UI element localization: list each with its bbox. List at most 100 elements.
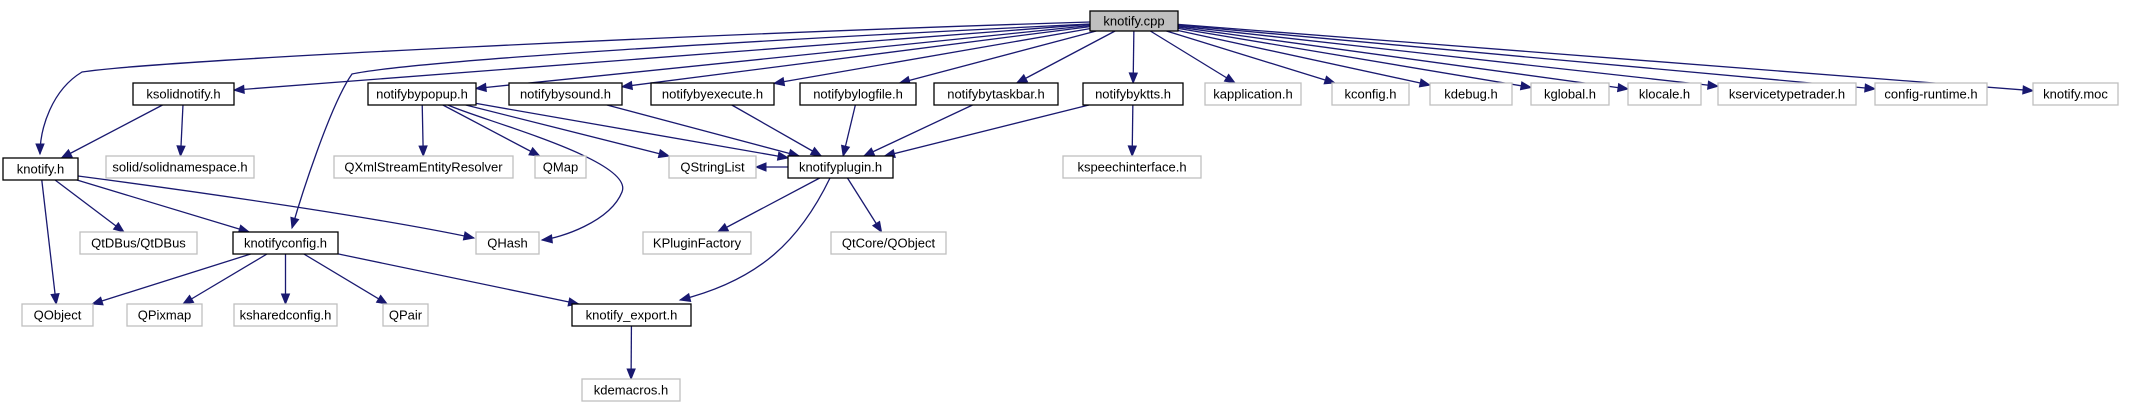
- edge-ksolidnotify-h-to-solidnamespace-h-arrowhead: [176, 145, 186, 158]
- node-box: [1627, 82, 1702, 106]
- node-label: QtCore/QObject: [842, 236, 936, 251]
- node-kglobal-h: kglobal.h: [1530, 82, 1610, 106]
- node-qhash: QHash: [475, 231, 540, 255]
- node-kpluginfactory: KPluginFactory: [642, 231, 752, 255]
- node-box: [105, 155, 255, 179]
- node-label: notifybylogfile.h: [813, 87, 903, 102]
- node-label: QtDBus/QtDBus: [91, 236, 186, 251]
- edge-knotify-h-to-qtdbus-arrowhead: [112, 221, 126, 233]
- node-label: notifybypopup.h: [376, 87, 468, 102]
- node-box: [132, 82, 235, 106]
- node-label: kdemacros.h: [594, 383, 668, 398]
- node-knotifyconfig-h[interactable]: knotifyconfig.h: [232, 231, 339, 255]
- node-label: QXmlStreamEntityResolver: [344, 160, 503, 175]
- node-label: kglobal.h: [1544, 87, 1596, 102]
- node-label: solid/solidnamespace.h: [112, 160, 247, 175]
- edge-knotify-cpp-to-notifybytaskbar-h-arrowhead: [1015, 73, 1029, 84]
- node-qmap: QMap: [534, 155, 587, 179]
- node-label: KPluginFactory: [653, 236, 742, 251]
- node-box: [534, 155, 587, 179]
- edge-notifybylogfile-h-to-knotifyplugin-h-arrowhead: [840, 144, 851, 158]
- node-label: kconfig.h: [1344, 87, 1396, 102]
- node-notifybytaskbar-h[interactable]: notifybytaskbar.h: [933, 82, 1059, 106]
- edge-knotify-cpp-to-kglobal-h: [1177, 27, 1532, 89]
- node-notifybysound-h[interactable]: notifybysound.h: [508, 82, 623, 106]
- edge-ksolidnotify-h-to-knotify-h-arrowhead: [60, 148, 73, 159]
- edge-knotify-cpp-to-notifybylogfile-h: [899, 30, 1097, 84]
- node-box: [1082, 82, 1184, 106]
- node-label: config-runtime.h: [1884, 87, 1977, 102]
- node-qxmlstream-h: QXmlStreamEntityResolver: [333, 155, 514, 179]
- node-box: [830, 231, 947, 255]
- edge-knotify-cpp-to-klocale-h: [1177, 26, 1629, 90]
- node-notifybyktts-h[interactable]: notifybyktts.h: [1082, 82, 1184, 106]
- node-label: knotify.cpp: [1103, 14, 1164, 29]
- edge-knotify-h-to-qhash-arrowhead: [462, 231, 476, 241]
- node-knotifyplugin-h[interactable]: knotifyplugin.h: [787, 155, 894, 179]
- node-box: [1717, 82, 1857, 106]
- edge-knotify-cpp-to-knotifyconfig-h-arrowhead: [290, 216, 300, 230]
- node-box: [933, 82, 1059, 106]
- node-box: [581, 378, 681, 402]
- node-label: kservicetypetrader.h: [1729, 87, 1845, 102]
- node-notifybylogfile-h[interactable]: notifybylogfile.h: [799, 82, 917, 106]
- node-box: [1331, 82, 1410, 106]
- edge-knotify-cpp-to-notifybyexecute-h: [773, 27, 1091, 84]
- edge-knotify-cpp-to-knotify-h: [39, 21, 1091, 155]
- node-qpair: QPair: [382, 303, 429, 327]
- edge-knotify-cpp-to-ksolidnotify-h: [233, 23, 1091, 91]
- node-box: [2, 157, 79, 181]
- node-label: knotifyplugin.h: [799, 160, 882, 175]
- node-notifybyexecute-h[interactable]: notifybyexecute.h: [650, 82, 775, 106]
- node-qstringlist: QStringList: [668, 155, 757, 179]
- node-box: [642, 231, 752, 255]
- edge-knotifyconfig-h-to-knotify-export-h: [337, 253, 579, 305]
- node-box: [126, 303, 203, 327]
- node-label: knotify.h: [17, 162, 64, 177]
- node-box: [21, 303, 94, 327]
- edge-notifybytaskbar-h-to-knotifyplugin-h-arrowhead: [862, 147, 876, 157]
- nodes-layer: knotify.cpp ksolidnotify.h notifybypopup.h…: [2, 10, 2119, 402]
- edge-knotify-cpp-to-notifybysound-h: [621, 26, 1091, 88]
- edge-knotify-cpp-to-kservicetypetrader-h: [1177, 25, 1719, 87]
- node-knotify-h[interactable]: knotify.h: [2, 157, 79, 181]
- node-notifybypopup-h[interactable]: notifybypopup.h: [367, 82, 477, 106]
- node-klocale-h: klocale.h: [1627, 82, 1702, 106]
- edge-knotify-cpp-to-ksolidnotify-h-arrowhead: [232, 84, 245, 95]
- edge-notifybyexecute-h-to-knotifyplugin-h-arrowhead: [809, 146, 823, 157]
- node-box: [799, 82, 917, 106]
- node-box: [1062, 155, 1202, 179]
- edge-knotify-h-to-knotifyconfig-h: [76, 179, 250, 233]
- node-box: [787, 155, 894, 179]
- node-label: ksolidnotify.h: [146, 87, 220, 102]
- node-label: knotify.moc: [2043, 87, 2108, 102]
- edge-knotify-cpp-to-notifybyktts-h-arrowhead: [1128, 72, 1139, 85]
- edge-notifybyktts-h-to-kspeechinterface-h-arrowhead: [1127, 145, 1138, 158]
- node-ksolidnotify-h[interactable]: ksolidnotify.h: [132, 82, 235, 106]
- edge-knotify-cpp-to-kapplication-h-arrowhead: [1223, 73, 1237, 84]
- edge-notifybyktts-h-to-knotifyplugin-h: [884, 104, 1090, 157]
- node-label: QStringList: [680, 160, 745, 175]
- node-box: [1429, 82, 1513, 106]
- edge-knotify-cpp-to-knotify-moc-arrowhead: [2022, 85, 2035, 95]
- node-box: [1530, 82, 1610, 106]
- edges-layer: [35, 21, 2035, 381]
- node-box: [650, 82, 775, 106]
- node-label: QHash: [487, 236, 527, 251]
- edge-knotifyconfig-h-to-qobject-arrowhead: [91, 296, 104, 306]
- node-knotify-export-h[interactable]: knotify_export.h: [571, 303, 692, 327]
- edge-knotify-cpp-to-knotify-moc: [1177, 23, 2034, 92]
- edge-knotify-cpp-to-notifybypopup-h-arrowhead: [474, 82, 487, 93]
- node-kapplication-h: kapplication.h: [1204, 82, 1302, 106]
- edge-knotifyplugin-h-to-qtcore-qobject-arrowhead: [871, 220, 883, 234]
- edge-knotify-cpp-to-knotify-h-arrowhead: [35, 143, 45, 156]
- node-kdebug-h: kdebug.h: [1429, 82, 1513, 106]
- node-label: QObject: [34, 308, 82, 323]
- node-qtdbus: QtDBus/QtDBus: [79, 231, 198, 255]
- edge-knotify-h-to-qobject-arrowhead: [50, 293, 60, 306]
- node-box: [2032, 82, 2119, 106]
- edge-knotify-cpp-to-kconfig-h-arrowhead: [1323, 75, 1337, 85]
- edge-knotify-cpp-to-kdebug-h: [1177, 29, 1431, 86]
- node-box: [508, 82, 623, 106]
